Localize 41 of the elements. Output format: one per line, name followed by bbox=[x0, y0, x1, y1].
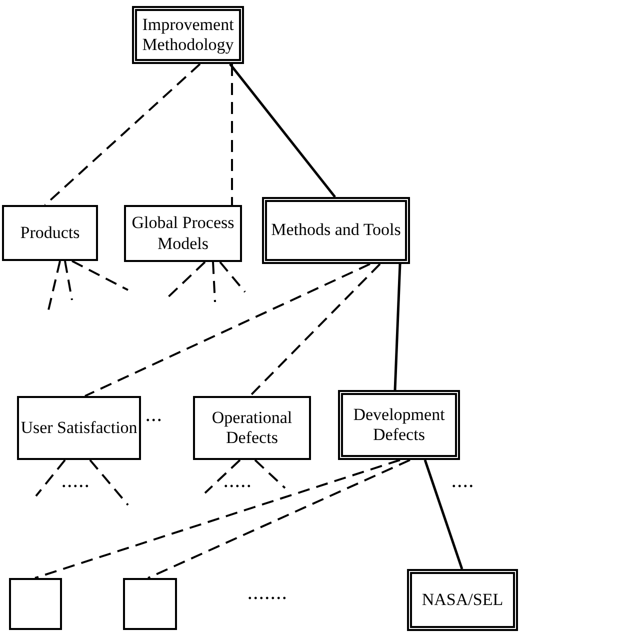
branch-stub-line bbox=[35, 459, 66, 497]
box-label: Methods and Tools bbox=[271, 220, 401, 241]
connector-line bbox=[249, 263, 381, 397]
highlighted-box bbox=[262, 197, 410, 264]
empty-box bbox=[123, 578, 177, 630]
branch-stub-line bbox=[64, 260, 73, 300]
topic-box bbox=[124, 205, 242, 262]
branch-stub-line bbox=[72, 260, 128, 291]
connector-line bbox=[424, 460, 464, 570]
box-label: Products bbox=[20, 222, 80, 244]
branch-stub-line bbox=[204, 459, 241, 494]
ellipsis-dots: ....... bbox=[248, 588, 288, 603]
highlighted-box bbox=[338, 390, 460, 460]
branch-stub-line bbox=[47, 260, 61, 312]
connector-line bbox=[44, 63, 201, 206]
box-label: Improvement Methodology bbox=[141, 14, 235, 56]
empty-box bbox=[9, 578, 62, 630]
ellipsis-dots: ..... bbox=[62, 476, 91, 491]
connector-line bbox=[34, 459, 400, 579]
ellipsis-dots: .... bbox=[452, 476, 475, 491]
ellipsis-dots: ... bbox=[146, 410, 164, 425]
topic-box bbox=[193, 396, 311, 460]
topic-box bbox=[17, 396, 141, 460]
connector-line bbox=[394, 264, 402, 390]
box-label: NASA/SEL bbox=[422, 590, 504, 610]
box-label: Global Process Models bbox=[130, 213, 236, 254]
branch-stub-line bbox=[254, 459, 286, 489]
ellipsis-dots: ..... bbox=[224, 476, 253, 491]
branch-stub-line bbox=[219, 261, 246, 293]
connector-line bbox=[231, 64, 233, 205]
branch-stub-line bbox=[212, 262, 216, 302]
box-label: Operational Defects bbox=[210, 408, 294, 448]
branch-stub-line bbox=[89, 459, 129, 506]
connector-line bbox=[229, 63, 336, 198]
connector-line bbox=[84, 263, 370, 397]
box-label: Development Defects bbox=[352, 404, 446, 446]
topic-box bbox=[2, 205, 98, 261]
box-label: User Satisfaction bbox=[20, 418, 138, 438]
highlighted-box bbox=[132, 6, 244, 64]
highlighted-box bbox=[407, 569, 518, 631]
connector-line bbox=[148, 459, 410, 579]
